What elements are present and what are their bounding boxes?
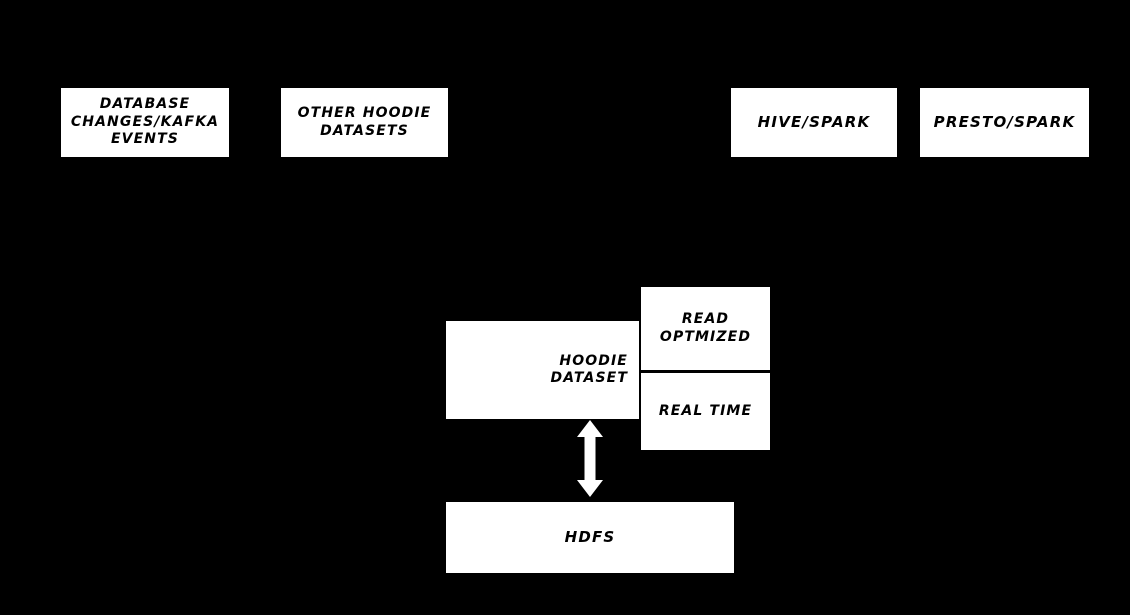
node-label: REAL TIME	[658, 402, 753, 419]
node-label: HIVE/SPARK	[757, 113, 871, 132]
node-label: HDFS	[564, 528, 616, 547]
node-real-time-view[interactable]: REAL TIME	[641, 373, 770, 450]
node-other-hoodie-datasets[interactable]: OTHER HOODIE DATASETS	[281, 88, 448, 157]
node-label: HOODIE DATASET	[550, 352, 628, 386]
node-hdfs[interactable]: HDFS	[446, 502, 734, 573]
node-presto-spark[interactable]: PRESTO/SPARK	[920, 88, 1089, 157]
node-hive-spark[interactable]: HIVE/SPARK	[731, 88, 897, 157]
node-hoodie-dataset[interactable]: HOODIE DATASET	[446, 321, 639, 419]
node-label: OTHER HOODIE DATASETS	[297, 105, 432, 139]
node-label: READ OPTMIZED	[659, 311, 752, 345]
node-label: PRESTO/SPARK	[933, 113, 1076, 132]
node-database-changes-kafka-events[interactable]: DATABASE CHANGES/KAFKA EVENTS	[61, 88, 229, 157]
node-label: DATABASE CHANGES/KAFKA EVENTS	[70, 96, 220, 148]
double-headed-arrow-icon	[577, 420, 603, 497]
node-read-optimized-view[interactable]: READ OPTMIZED	[641, 287, 770, 370]
